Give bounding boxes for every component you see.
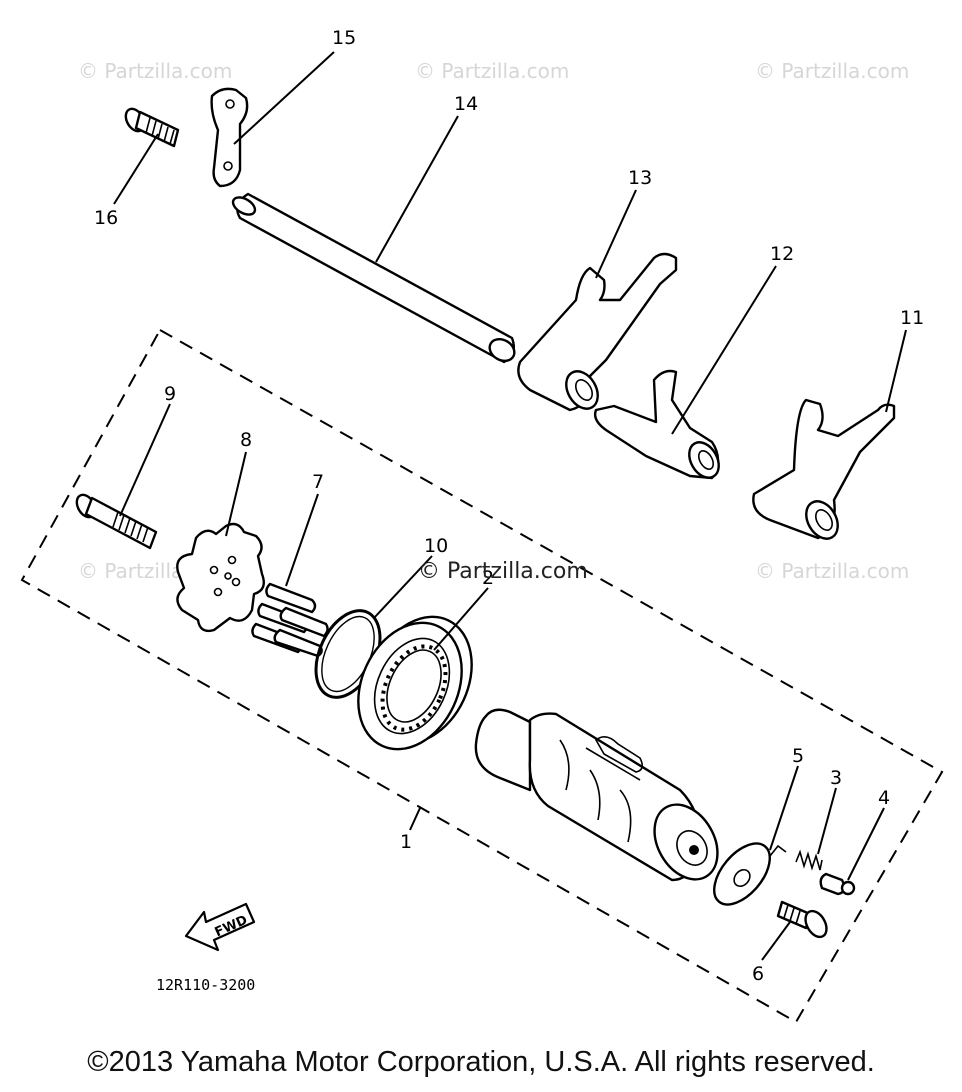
copyright-notice: ©2013 Yamaha Motor Corporation, U.S.A. A… — [87, 1046, 875, 1078]
callout-11: 11 — [900, 307, 924, 329]
part-5-washer — [713, 842, 771, 906]
callout-labels: 15 16 14 13 12 11 9 8 7 10 2 1 5 3 4 6 — [94, 27, 924, 985]
watermark-2: © Partzilla.com — [415, 59, 569, 83]
part-15-plate — [210, 87, 249, 188]
center-watermark: © Partzilla.com — [418, 559, 588, 584]
callout-3: 3 — [830, 767, 842, 789]
part-8-star-segment — [176, 522, 265, 633]
callout-9: 9 — [164, 383, 176, 405]
assembly-boundary — [20, 328, 944, 1024]
part-2-bearing — [357, 615, 473, 751]
callout-14: 14 — [454, 93, 478, 115]
leader-lines — [113, 51, 907, 961]
callout-4: 4 — [878, 787, 890, 809]
callout-7: 7 — [312, 471, 324, 493]
part-9-screw — [75, 493, 158, 550]
part-13-shift-fork — [517, 252, 678, 412]
part-4-pin — [819, 872, 856, 896]
diagram-code: 12R110-3200 — [156, 976, 255, 994]
callout-6: 6 — [752, 963, 764, 985]
part-14-shaft — [231, 192, 516, 364]
part-3-spring — [769, 844, 823, 871]
part-11-shift-fork — [752, 398, 896, 540]
watermark-1: © Partzilla.com — [78, 59, 232, 83]
watermark-3: © Partzilla.com — [755, 59, 909, 83]
watermark-5: © Partzilla.com — [755, 559, 909, 583]
part-1-shift-drum — [474, 708, 719, 882]
forward-direction-arrow: FWD — [184, 902, 256, 952]
callout-1: 1 — [400, 831, 412, 853]
part-7-pins — [251, 582, 329, 658]
callout-5: 5 — [792, 745, 804, 767]
callout-10: 10 — [424, 535, 448, 557]
callout-13: 13 — [628, 167, 652, 189]
callout-15: 15 — [332, 27, 356, 49]
callout-2: 2 — [482, 567, 494, 589]
part-12-shift-fork — [593, 369, 720, 480]
part-6-screw — [776, 900, 828, 939]
callout-8: 8 — [240, 429, 252, 451]
callout-12: 12 — [770, 243, 794, 265]
part-16-screw — [124, 107, 180, 148]
callout-16: 16 — [94, 207, 118, 229]
